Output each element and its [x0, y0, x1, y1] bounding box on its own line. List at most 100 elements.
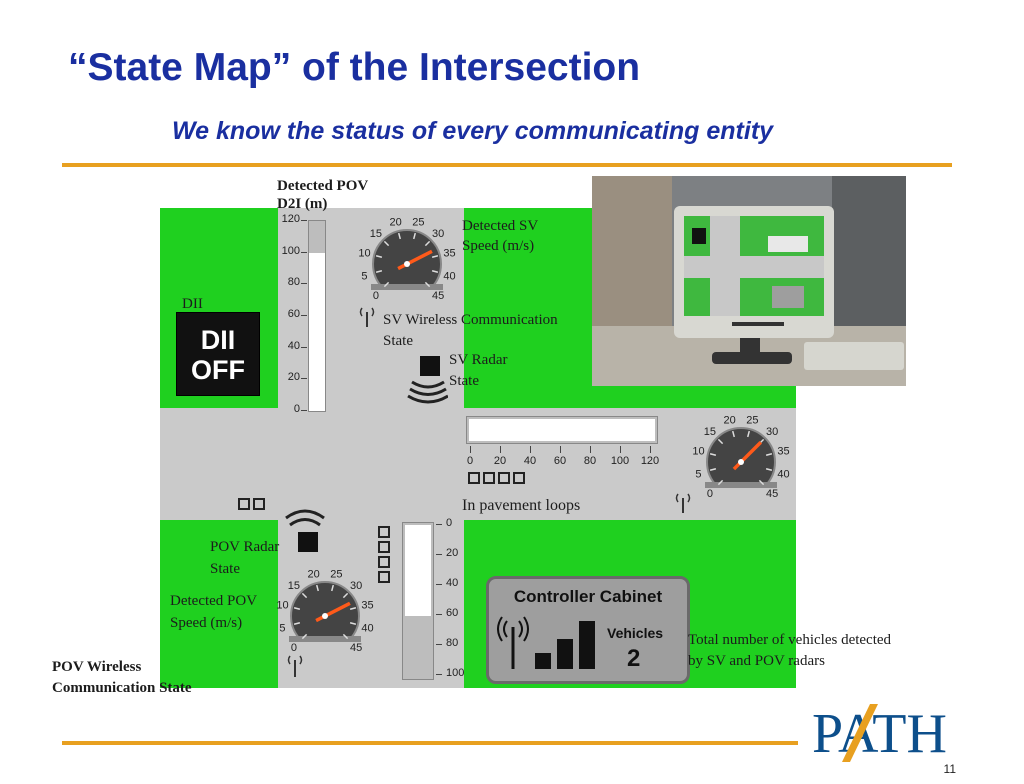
loop-detectors-left [238, 498, 265, 510]
slide-subtitle: We know the status of every communicatin… [172, 117, 774, 145]
gauge-tick [717, 479, 724, 486]
gauge-needle [315, 601, 351, 623]
detected-sv-speed-label: Detected SV Speed (m/s) [462, 218, 539, 254]
gauge-tick-label: 45 [432, 290, 444, 302]
gauge-tick-label: 40 [361, 622, 373, 634]
horizontal-tick-label: 80 [583, 455, 597, 467]
horizontal-tick [500, 446, 501, 453]
monitor-photo [592, 176, 906, 386]
gauge-tick [765, 452, 773, 456]
loop-detectors-bottom [378, 526, 390, 583]
lower-bar-fill [405, 525, 431, 617]
gauge-tick-label: 35 [361, 600, 373, 612]
loop-indicator [483, 472, 495, 484]
gauge-tick-label: 0 [291, 642, 297, 654]
gauge-tick [301, 592, 308, 599]
sv-radar-icon [407, 356, 448, 404]
loop-indicator [238, 498, 250, 510]
horizontal-tick-label: 100 [610, 455, 630, 467]
lower-bar-tick-label: 0 [446, 517, 453, 529]
dii-display-line1: DII [200, 325, 236, 355]
gauge-tick-label: 5 [279, 622, 285, 634]
page-number: 11 [943, 762, 956, 776]
horizontal-tick [650, 446, 651, 453]
gauge-tick [717, 438, 724, 445]
gauge-tick [709, 452, 717, 456]
gauge-dial [290, 581, 360, 642]
gauge-tick-label: 30 [350, 580, 362, 592]
dii-status-display: DII OFF [176, 312, 260, 396]
lower-bar-tick [436, 674, 442, 675]
d2i-tick [301, 346, 307, 348]
lower-bar-tick [436, 524, 442, 525]
gauge-tick-label: 15 [370, 228, 382, 240]
loop-indicator [513, 472, 525, 484]
vehicles-label: Vehicles [607, 625, 664, 641]
gauge-tick [301, 633, 308, 640]
gauge-tick-label: 0 [707, 488, 713, 500]
dii-label: DII [182, 296, 203, 312]
gauge-tick [431, 254, 439, 258]
sv-radar-label: SV Radar State [449, 352, 508, 389]
loop-indicator [378, 541, 390, 553]
lower-bar-tick [436, 554, 442, 555]
horizontal-tick-label: 0 [466, 455, 474, 467]
loop-indicator [253, 498, 265, 510]
d2i-tick-label: 120 [281, 213, 300, 225]
gauge-tick [375, 270, 383, 274]
horizontal-bar-track [466, 416, 658, 444]
loop-indicator [378, 571, 390, 583]
gauge-hub [322, 613, 328, 619]
gauge-tick [731, 430, 735, 438]
path-logo-text: PATH [812, 703, 947, 764]
gauge-base [289, 636, 361, 642]
gauge-tick [397, 232, 401, 240]
d2i-tick-label: 40 [287, 339, 300, 352]
pov-wireless-antenna-icon [287, 655, 303, 677]
bottom-divider [62, 741, 798, 745]
gauge-tick [431, 270, 439, 274]
gauge-tick-label: 10 [358, 248, 370, 260]
gauge-tick-label: 10 [692, 446, 704, 458]
horizontal-tick-label: 120 [640, 455, 660, 467]
gauge-dial [706, 427, 776, 488]
signal-strength-icon [497, 616, 595, 669]
d2i-tick [301, 251, 307, 253]
gauge-tick [375, 254, 383, 258]
gauge-tick-label: 40 [777, 468, 789, 480]
lower-bar-tick [436, 584, 442, 585]
gauge-tick [293, 606, 301, 610]
d2i-tick-label: 100 [281, 244, 300, 257]
gauge-dial [372, 229, 442, 290]
d2i-tick [301, 283, 307, 285]
lower-bar-tick-label: 20 [446, 547, 459, 559]
gauge-tick [342, 633, 349, 640]
gauge-hub [738, 459, 744, 465]
gauge-hub [404, 261, 410, 267]
gauge-needle [732, 440, 763, 471]
horizontal-tick-label: 40 [523, 455, 537, 467]
gauge-tick-label: 20 [389, 216, 401, 228]
gauge-tick [349, 606, 357, 610]
right-wireless-antenna-icon [675, 493, 691, 513]
lower-bar-tick-label: 80 [446, 637, 459, 649]
gauge-tick-label: 5 [695, 468, 701, 480]
dii-display-line2: OFF [191, 355, 245, 385]
lower-bar-tick-label: 60 [446, 607, 459, 619]
d2i-tick-label: 60 [287, 308, 300, 320]
lower-bar-tick-label: 40 [446, 577, 459, 589]
loop-indicator [378, 526, 390, 538]
path-logo: PATH [812, 703, 947, 764]
gauge-tick-label: 5 [361, 270, 367, 282]
d2i-bar-fill [309, 252, 325, 411]
loop-indicator [498, 472, 510, 484]
d2i-tick-label: 0 [293, 403, 300, 415]
pov-radar-icon [285, 509, 325, 552]
sv-wireless-antenna-icon [359, 307, 375, 327]
total-vehicles-label: Total number of vehicles detected by SV … [688, 632, 892, 669]
horizontal-tick [590, 446, 591, 453]
